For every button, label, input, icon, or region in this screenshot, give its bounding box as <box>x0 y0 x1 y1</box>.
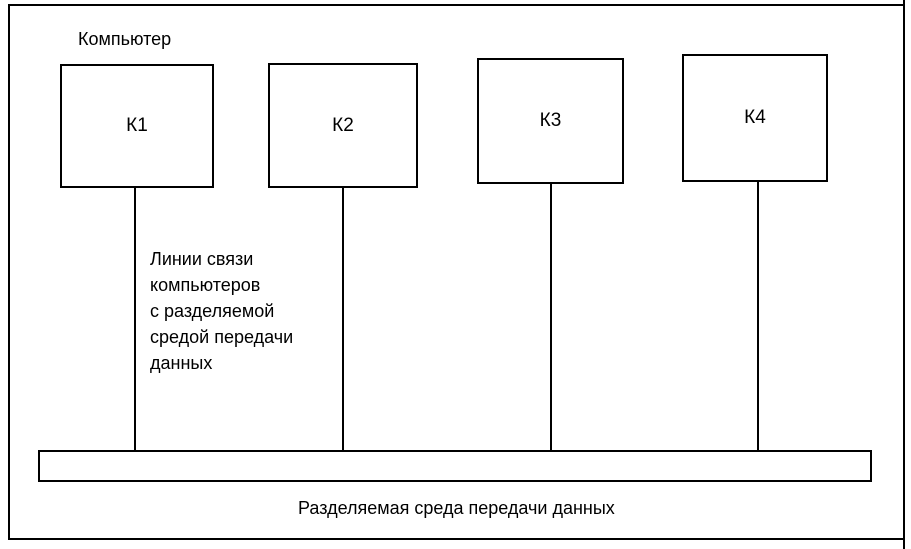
computer-caption: Компьютер <box>78 29 172 49</box>
shared-medium-bus <box>38 450 872 482</box>
link-line-k4 <box>757 182 759 452</box>
link-line-k3 <box>550 184 552 452</box>
link-line-k2 <box>342 188 344 452</box>
computer-k2-label: К2 <box>332 114 354 136</box>
bus-caption: Разделяемая среда передачи данных <box>298 498 615 518</box>
computer-k2: К2 <box>268 63 418 188</box>
computer-k4-label: К4 <box>744 107 766 128</box>
computer-k3: К3 <box>477 58 624 184</box>
computer-k1: К1 <box>60 64 214 188</box>
link-line-k1 <box>134 188 136 452</box>
frame-right-edge <box>903 0 905 549</box>
links-caption: Линии связи компьютеров с разделяемой ср… <box>150 249 294 373</box>
computer-k4: К4 <box>682 54 828 182</box>
computer-k1-label: К1 <box>126 115 148 136</box>
computer-k3-label: К3 <box>539 110 562 131</box>
